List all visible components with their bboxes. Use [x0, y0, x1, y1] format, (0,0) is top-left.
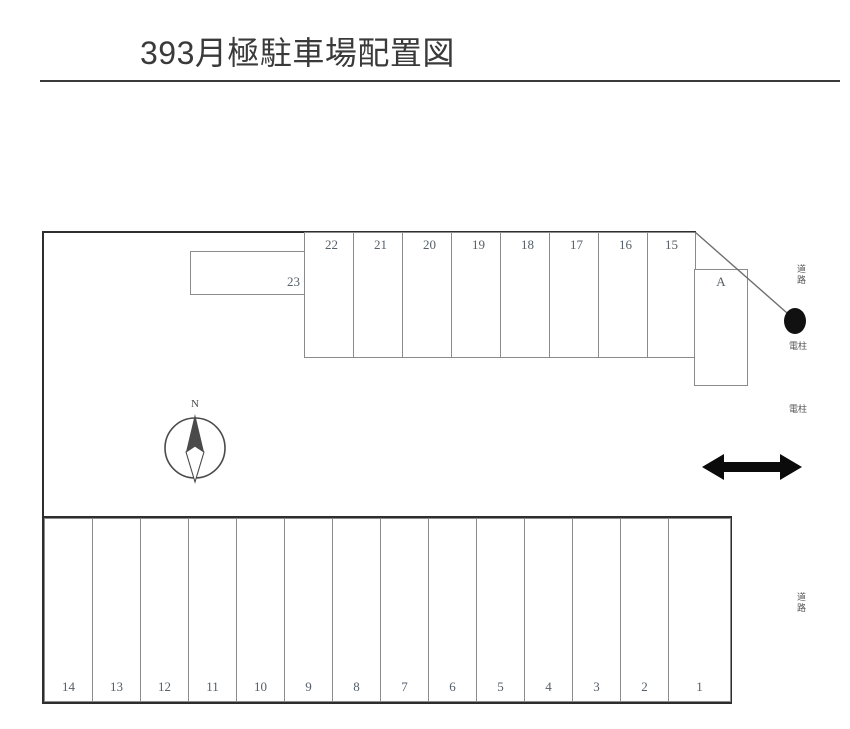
- lot-outline-left: [42, 231, 44, 703]
- stall-1-label: 1: [696, 679, 703, 694]
- stall-6-label: 6: [449, 679, 456, 694]
- stall-6[interactable]: 6: [428, 518, 477, 702]
- two-way-arrow-icon: [702, 454, 802, 480]
- title-divider: [40, 80, 840, 82]
- pole-label-upper-text: 電柱: [789, 342, 808, 352]
- pole-guy-wire: [694, 231, 796, 321]
- road-label-lower-text: 道路: [796, 593, 806, 614]
- stall-18-label: 18: [521, 237, 534, 252]
- stall-8[interactable]: 8: [332, 518, 381, 702]
- pole-label-lower: 電柱: [789, 402, 807, 415]
- stall-14[interactable]: 14: [44, 518, 93, 702]
- road-label-lower: 道路: [796, 593, 807, 615]
- stall-22[interactable]: 22: [304, 232, 359, 358]
- pole-label-lower-text: 電柱: [789, 405, 808, 415]
- stall-7[interactable]: 7: [380, 518, 429, 702]
- stall-21-label: 21: [374, 237, 387, 252]
- stall-11-label: 11: [206, 679, 219, 694]
- stall-13-label: 13: [110, 679, 123, 694]
- stall-8-label: 8: [353, 679, 360, 694]
- stall-13[interactable]: 13: [92, 518, 141, 702]
- stall-16[interactable]: 16: [598, 232, 653, 358]
- stall-17-label: 17: [570, 237, 583, 252]
- stall-1[interactable]: 1: [668, 518, 731, 702]
- stall-20[interactable]: 20: [402, 232, 457, 358]
- bottom-lot-outline-bottom: [42, 702, 732, 704]
- stall-18[interactable]: 18: [500, 232, 555, 358]
- stall-a[interactable]: A: [694, 269, 748, 386]
- stall-22-label: 22: [325, 237, 338, 252]
- stall-a-tie-line: [653, 357, 695, 358]
- stall-23[interactable]: 23: [190, 251, 305, 295]
- compass-north-label: N: [191, 398, 199, 410]
- stall-4-label: 4: [545, 679, 552, 694]
- page-title: 393月極駐車場配置図: [140, 35, 455, 71]
- stall-10[interactable]: 10: [236, 518, 285, 702]
- road-label-upper: 道路: [796, 265, 807, 287]
- stall-9-label: 9: [305, 679, 312, 694]
- stall-7-label: 7: [401, 679, 408, 694]
- stall-3[interactable]: 3: [572, 518, 621, 702]
- pole-label-upper: 電柱: [789, 339, 807, 352]
- stall-5-label: 5: [497, 679, 504, 694]
- stall-21[interactable]: 21: [353, 232, 408, 358]
- stall-5[interactable]: 5: [476, 518, 525, 702]
- stall-2[interactable]: 2: [620, 518, 669, 702]
- stall-19-label: 19: [472, 237, 485, 252]
- stall-14-label: 14: [62, 679, 75, 694]
- stall-15[interactable]: 15: [647, 232, 696, 358]
- stall-15-label: 15: [665, 237, 678, 252]
- bottom-lot-outline-right: [730, 516, 732, 704]
- stall-20-label: 20: [423, 237, 436, 252]
- stall-11[interactable]: 11: [188, 518, 237, 702]
- stall-17[interactable]: 17: [549, 232, 604, 358]
- stall-10-label: 10: [254, 679, 267, 694]
- stall-16-label: 16: [619, 237, 632, 252]
- stall-19[interactable]: 19: [451, 232, 506, 358]
- bottom-lot-outline-top: [42, 516, 732, 518]
- stall-a-label: A: [716, 274, 726, 289]
- stall-3-label: 3: [593, 679, 600, 694]
- stall-9[interactable]: 9: [284, 518, 333, 702]
- stall-12-label: 12: [158, 679, 171, 694]
- utility-pole-icon: [784, 308, 806, 334]
- stall-23-label: 23: [287, 274, 300, 289]
- compass-needle-icon: [164, 414, 226, 484]
- stall-2-label: 2: [641, 679, 648, 694]
- stall-23-connector: [190, 251, 305, 252]
- compass-rose: N: [160, 398, 230, 493]
- stall-4[interactable]: 4: [524, 518, 573, 702]
- stall-12[interactable]: 12: [140, 518, 189, 702]
- road-label-upper-text: 道路: [796, 265, 806, 286]
